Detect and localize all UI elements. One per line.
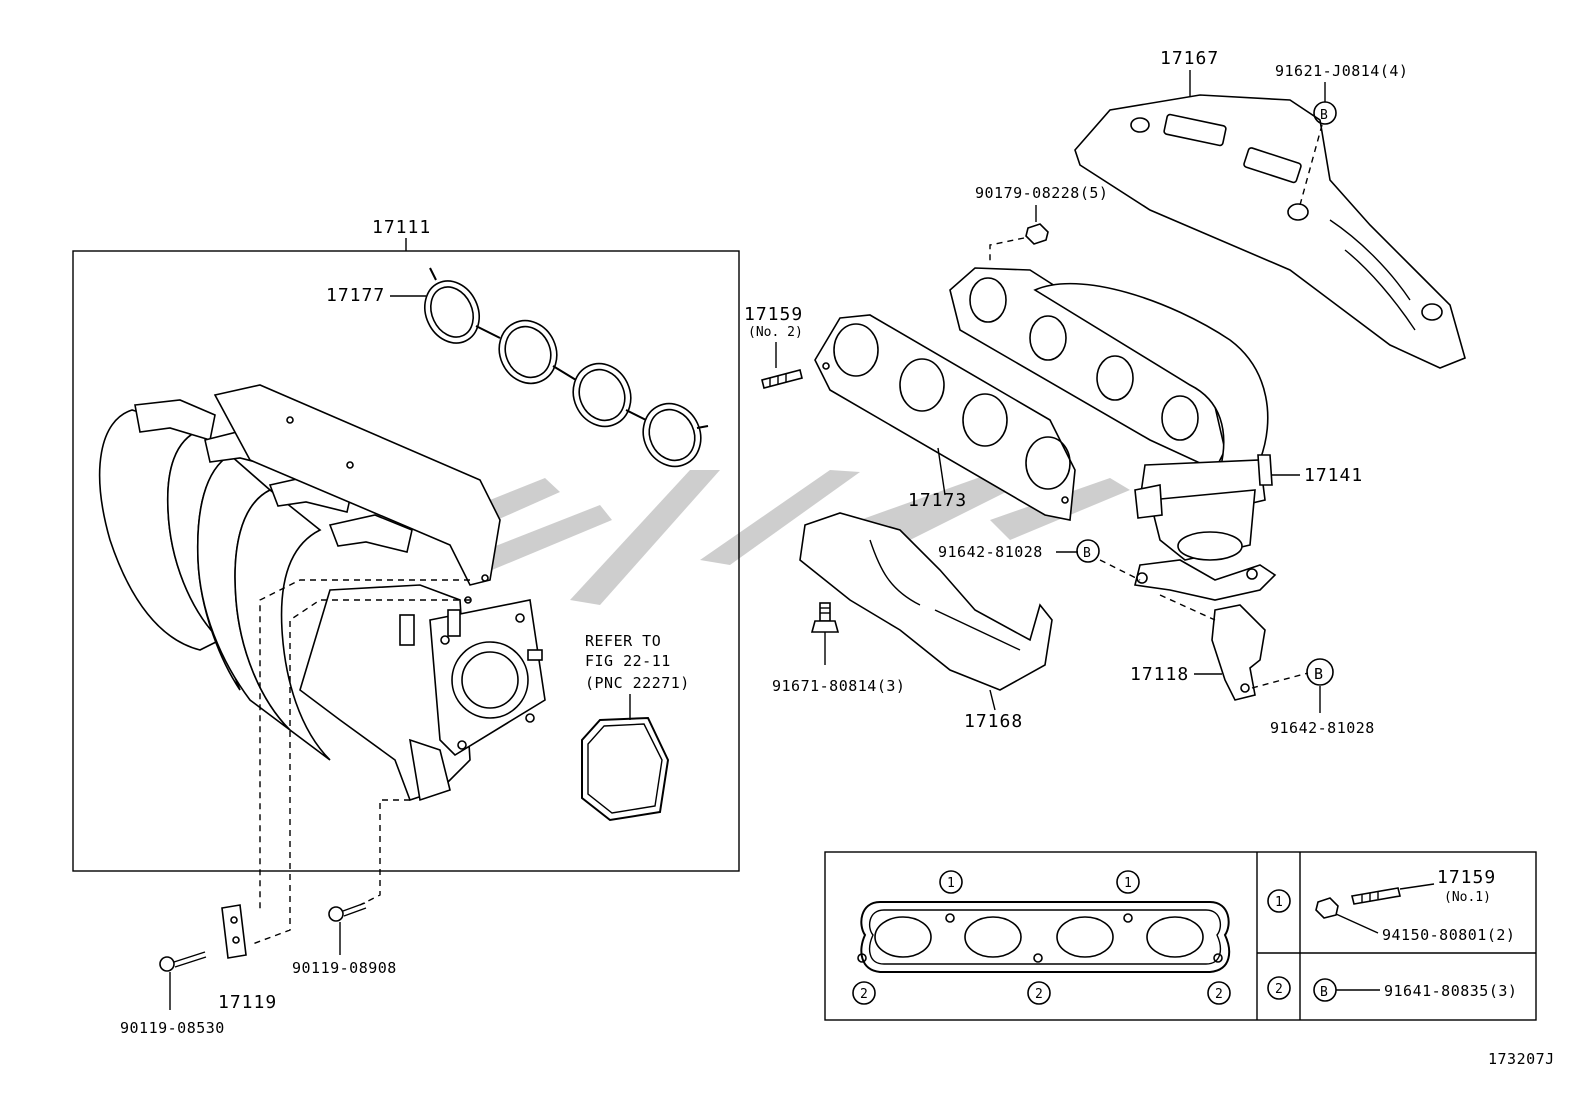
legend-key-circle-1 (1267, 889, 1291, 913)
circle-b-mid (1076, 539, 1100, 563)
legend-circle-2-a (852, 981, 876, 1005)
label-17159-no2: 17159 (744, 304, 803, 325)
circle-b-low (1306, 658, 1334, 686)
bolt-90119-08908: 90119-08908 (292, 902, 397, 977)
legend-key-circle-2 (1267, 976, 1291, 1000)
refer-line-3: (PNC 22271) (585, 674, 690, 692)
label-91642-81028-a: 91642-81028 (938, 543, 1043, 561)
legend-stud-17159-no1: 17159 (No.1) (1351, 867, 1496, 905)
exhaust-gasket-17173: 17173 (814, 314, 1076, 521)
legend-circle-2-b-text: 2 (1035, 987, 1043, 1002)
nut-90179-08228: 90179-08228(5) (975, 184, 1108, 265)
label-90119-08908: 90119-08908 (292, 959, 397, 977)
intake-manifold-group: 17111 17177 (72, 217, 740, 946)
legend-circle-1-b-text: 1 (1124, 876, 1132, 891)
label-17177: 17177 (326, 285, 385, 306)
label-17167: 17167 (1160, 48, 1219, 69)
legend-label-17159: 17159 (1437, 867, 1496, 888)
label-17159-no2-sub: (No. 2) (748, 325, 803, 340)
label-91671-80814: 91671-80814(3) (772, 677, 905, 695)
bolt-91642-81028-a: 91642-81028 B (938, 539, 1141, 581)
legend-gasket (857, 901, 1231, 973)
legend-circle-2-c-text: 2 (1215, 987, 1223, 1002)
intake-gasket-17177 (424, 267, 709, 468)
circle-b-low-text: B (1314, 665, 1324, 683)
legend-nut-94150: 94150-80801(2) (1315, 897, 1515, 944)
heat-insulator-17168: 17168 (799, 512, 1053, 732)
figure-code: 173207J (1488, 1050, 1555, 1068)
circle-b-top-text: B (1320, 108, 1328, 123)
legend-circle-2-c (1207, 981, 1231, 1005)
legend-circle-b-text: B (1320, 985, 1328, 1000)
legend-label-94150-80801: 94150-80801(2) (1382, 926, 1515, 944)
label-17118: 17118 (1130, 664, 1189, 685)
label-17173: 17173 (908, 490, 967, 511)
label-91621-j0814: 91621-J0814(4) (1275, 62, 1408, 80)
label-17119: 17119 (218, 992, 277, 1013)
circle-b-mid-text: B (1083, 546, 1091, 561)
legend-label-91641-80835: 91641-80835(3) (1384, 982, 1517, 1000)
refer-line-2: FIG 22-11 (585, 652, 671, 670)
intake-manifold-body (98, 384, 546, 802)
legend-label-17159-sub: (No.1) (1444, 890, 1491, 905)
label-17111: 17111 (372, 217, 431, 238)
exhaust-manifold-17141: 17141 (949, 267, 1363, 601)
label-90119-08530: 90119-08530 (120, 1019, 225, 1037)
throttle-body-gasket-ref: REFER TO FIG 22-11 (PNC 22271) (581, 632, 690, 822)
bolt-90119-08530: 90119-08530 (120, 951, 225, 1037)
stud-17159-no2: 17159 (No. 2) (744, 304, 803, 389)
legend-circle-2-b (1027, 981, 1051, 1005)
bolt-91671-80814: 91671-80814(3) (772, 602, 905, 695)
legend-circle-2-a-text: 2 (860, 987, 868, 1002)
legend-circle-1-a (939, 870, 963, 894)
legend-key-circle-1-text: 1 (1275, 895, 1283, 910)
heat-insulator-17167: 17167 B 91621-J0814(4) (1074, 48, 1466, 369)
label-90179-08228: 90179-08228(5) (975, 184, 1108, 202)
refer-line-1: REFER TO (585, 632, 661, 650)
label-17141: 17141 (1304, 465, 1363, 486)
bracket-17119: 17119 (218, 904, 277, 1013)
label-17168: 17168 (964, 711, 1023, 732)
legend-circle-1-a-text: 1 (947, 876, 955, 891)
legend-key-circle-2-text: 2 (1275, 982, 1283, 997)
label-91642-81028-b: 91642-81028 (1270, 719, 1375, 737)
legend-table: 1 1 2 2 2 1 17159 (No.1) 94150-80801(2) … (824, 851, 1537, 1021)
bracket-17118: 17118 B 91642-81028 (1130, 594, 1375, 737)
legend-circle-1-b (1116, 870, 1140, 894)
